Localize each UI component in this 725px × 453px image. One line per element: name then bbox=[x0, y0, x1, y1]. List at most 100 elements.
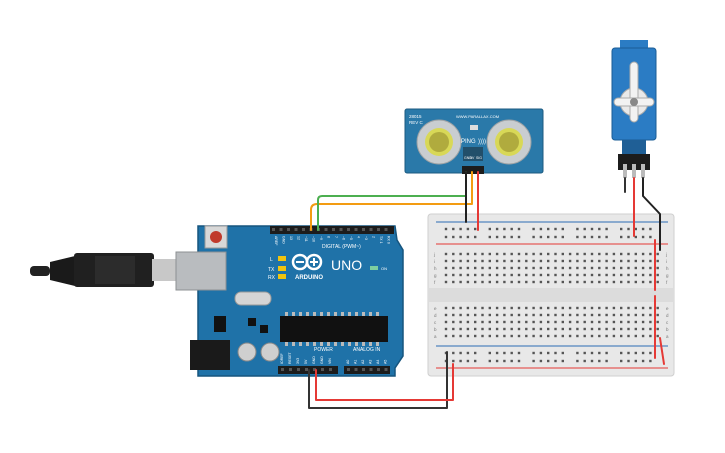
breadboard-hole[interactable] bbox=[561, 313, 564, 317]
breadboard-hole[interactable] bbox=[517, 273, 521, 277]
breadboard-hole[interactable] bbox=[634, 334, 637, 338]
breadboard-hole[interactable] bbox=[656, 306, 659, 310]
rail-hole[interactable] bbox=[495, 227, 499, 231]
digital-pin-hole[interactable] bbox=[362, 228, 365, 231]
breadboard-hole[interactable] bbox=[620, 306, 623, 310]
rail-hole[interactable] bbox=[576, 235, 579, 239]
breadboard-hole[interactable] bbox=[590, 280, 594, 284]
digital-pin-hole[interactable] bbox=[384, 228, 388, 231]
breadboard-hole[interactable] bbox=[452, 280, 455, 284]
micro-servo[interactable] bbox=[611, 40, 657, 178]
rail-hole[interactable] bbox=[634, 359, 637, 363]
rail-hole[interactable] bbox=[590, 227, 594, 231]
breadboard-hole[interactable] bbox=[488, 273, 491, 277]
breadboard-hole[interactable] bbox=[452, 273, 455, 277]
breadboard-hole[interactable] bbox=[598, 266, 601, 270]
breadboard-hole[interactable] bbox=[598, 320, 601, 324]
breadboard-hole[interactable] bbox=[620, 327, 623, 331]
breadboard-hole[interactable] bbox=[532, 266, 535, 270]
rail-hole[interactable] bbox=[452, 227, 455, 231]
breadboard-hole[interactable] bbox=[495, 306, 499, 310]
breadboard-hole[interactable] bbox=[576, 273, 579, 277]
breadboard-hole[interactable] bbox=[583, 306, 586, 310]
breadboard-hole[interactable] bbox=[474, 273, 477, 277]
power-pin-hole[interactable] bbox=[329, 368, 332, 371]
breadboard-hole[interactable] bbox=[444, 306, 448, 310]
breadboard-hole[interactable] bbox=[474, 259, 477, 263]
breadboard-hole[interactable] bbox=[634, 327, 637, 331]
breadboard-hole[interactable] bbox=[649, 306, 652, 310]
breadboard-hole[interactable] bbox=[583, 320, 586, 324]
breadboard-hole[interactable] bbox=[620, 266, 623, 270]
breadboard-hole[interactable] bbox=[583, 273, 586, 277]
rail-hole[interactable] bbox=[605, 235, 608, 239]
rail-hole[interactable] bbox=[503, 235, 506, 239]
breadboard-hole[interactable] bbox=[495, 313, 499, 317]
breadboard-hole[interactable] bbox=[605, 259, 608, 263]
breadboard-hole[interactable] bbox=[656, 266, 659, 270]
breadboard-hole[interactable] bbox=[444, 252, 448, 256]
breadboard-hole[interactable] bbox=[561, 280, 564, 284]
rail-hole[interactable] bbox=[620, 227, 623, 231]
breadboard-hole[interactable] bbox=[656, 313, 659, 317]
breadboard-hole[interactable] bbox=[466, 320, 470, 324]
breadboard-hole[interactable] bbox=[649, 334, 652, 338]
breadboard-hole[interactable] bbox=[459, 273, 462, 277]
rail-hole[interactable] bbox=[634, 351, 637, 355]
power-pin-hole[interactable] bbox=[305, 368, 308, 371]
rail-hole[interactable] bbox=[459, 351, 462, 355]
breadboard-hole[interactable] bbox=[561, 252, 564, 256]
breadboard-hole[interactable] bbox=[590, 327, 594, 331]
rail-hole[interactable] bbox=[547, 351, 550, 355]
breadboard-hole[interactable] bbox=[510, 313, 513, 317]
rail-hole[interactable] bbox=[561, 359, 564, 363]
breadboard-hole[interactable] bbox=[649, 320, 652, 324]
rail-hole[interactable] bbox=[474, 235, 477, 239]
breadboard-hole[interactable] bbox=[452, 252, 455, 256]
breadboard-hole[interactable] bbox=[488, 334, 491, 338]
rail-hole[interactable] bbox=[641, 235, 645, 239]
breadboard-hole[interactable] bbox=[510, 280, 513, 284]
breadboard-hole[interactable] bbox=[547, 313, 550, 317]
breadboard-hole[interactable] bbox=[488, 306, 491, 310]
rail-hole[interactable] bbox=[634, 235, 637, 239]
breadboard-hole[interactable] bbox=[627, 273, 630, 277]
breadboard-hole[interactable] bbox=[495, 266, 499, 270]
breadboard-hole[interactable] bbox=[510, 273, 513, 277]
rail-hole[interactable] bbox=[488, 359, 491, 363]
rail-hole[interactable] bbox=[495, 351, 499, 355]
breadboard-hole[interactable] bbox=[510, 252, 513, 256]
breadboard-hole[interactable] bbox=[517, 327, 521, 331]
breadboard-hole[interactable] bbox=[547, 334, 550, 338]
breadboard-hole[interactable] bbox=[583, 327, 586, 331]
rail-hole[interactable] bbox=[554, 227, 557, 231]
breadboard-hole[interactable] bbox=[598, 313, 601, 317]
rail-hole[interactable] bbox=[561, 351, 564, 355]
breadboard-hole[interactable] bbox=[554, 334, 557, 338]
breadboard-hole[interactable] bbox=[605, 306, 608, 310]
breadboard-hole[interactable] bbox=[488, 259, 491, 263]
breadboard-hole[interactable] bbox=[620, 259, 623, 263]
breadboard-hole[interactable] bbox=[503, 273, 506, 277]
breadboard-hole[interactable] bbox=[466, 313, 470, 317]
breadboard-holes[interactable] bbox=[444, 227, 659, 363]
rail-hole[interactable] bbox=[466, 351, 470, 355]
breadboard-hole[interactable] bbox=[474, 266, 477, 270]
breadboard-hole[interactable] bbox=[590, 252, 594, 256]
analog-pin-hole[interactable] bbox=[369, 368, 373, 371]
breadboard-hole[interactable] bbox=[627, 266, 630, 270]
rail-hole[interactable] bbox=[547, 227, 550, 231]
breadboard-hole[interactable] bbox=[590, 313, 594, 317]
breadboard-hole[interactable] bbox=[641, 273, 645, 277]
breadboard-hole[interactable] bbox=[576, 320, 579, 324]
breadboard-hole[interactable] bbox=[590, 334, 594, 338]
wires[interactable] bbox=[308, 171, 665, 409]
rail-hole[interactable] bbox=[517, 351, 521, 355]
breadboard-hole[interactable] bbox=[525, 259, 528, 263]
digital-pin-hole[interactable] bbox=[347, 228, 350, 231]
digital-pin-hole[interactable] bbox=[339, 228, 343, 231]
breadboard-hole[interactable] bbox=[510, 306, 513, 310]
breadboard-hole[interactable] bbox=[583, 266, 586, 270]
breadboard-hole[interactable] bbox=[466, 259, 470, 263]
breadboard-hole[interactable] bbox=[554, 273, 557, 277]
